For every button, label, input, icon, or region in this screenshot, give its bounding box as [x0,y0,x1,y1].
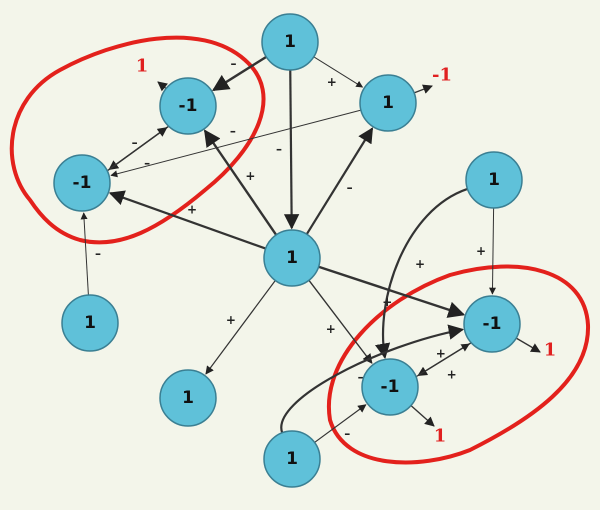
edge-sign-j-to-g: – [358,370,364,384]
edge-sign-center-to-h: + [326,322,336,336]
edge-sign-g-to-h: + [436,346,446,360]
edge-sign-center-to-g: + [382,295,392,309]
edge-top-to-a [211,55,267,92]
node-j[interactable]: 1 [263,430,321,488]
node-label-center: 1 [286,248,298,268]
node-circle-center [263,229,321,287]
edge-sign-a-to-b: – [132,135,138,149]
edge-sign-top-to-a: – [230,56,236,70]
edge-top-to-c [313,56,364,88]
node-label-i: 1 [182,388,194,408]
edge-j-to-h [314,404,367,443]
node-circle-c [359,74,417,132]
node-circle-a [159,77,217,135]
edge-f-to-h [374,187,468,359]
edge-signs-layer: –+–––––+–++++++++–– [95,56,486,440]
edge-center-to-i [205,280,276,375]
edge-b-to-a [107,127,168,172]
node-circle-b [53,154,111,212]
node-f[interactable]: 1 [465,151,523,209]
edge-sign-center-to-a: + [245,169,255,183]
edge-sign-top-to-center: – [276,142,282,156]
edge-center-to-c [305,127,374,235]
node-circle-h [361,358,419,416]
node-c[interactable]: 1 [359,74,417,132]
edge-j-to-g [280,324,465,434]
output-arrow-a [157,81,168,92]
node-circle-j [263,430,321,488]
node-label-a: -1 [179,96,198,116]
outputs-layer: 1 -1 1 1 [136,56,557,447]
node-label-g: -1 [483,314,502,334]
node-b[interactable]: -1 [53,154,111,212]
node-g[interactable]: -1 [463,295,521,353]
edge-sign-b-to-a: – [144,156,150,170]
cluster-outline-right [326,264,591,465]
node-label-j: 1 [286,449,298,469]
node-center[interactable]: 1 [263,229,321,287]
edge-sign-j-to-h: – [344,426,350,440]
edge-sign-center-to-c: – [347,181,353,195]
node-e[interactable]: 1 [61,294,119,352]
edge-center-to-b [108,190,267,250]
edge-center-to-g [318,265,466,318]
node-i[interactable]: 1 [159,369,217,427]
output-label-h: 1 [434,426,447,447]
output-arrow-c [413,84,433,94]
cluster-outline-left [9,35,266,245]
node-circle-top [261,13,319,71]
node-label-top: 1 [284,32,296,52]
output-label-a: 1 [136,56,149,77]
edge-center-to-a [203,129,278,236]
edge-sign-center-to-b: + [187,203,197,217]
node-label-b: -1 [73,173,92,193]
node-circle-g [463,295,521,353]
node-label-e: 1 [84,313,96,333]
edge-sign-center-to-i: + [226,313,236,327]
node-label-c: 1 [382,93,394,113]
node-h[interactable]: -1 [361,358,419,416]
edge-sign-c-to-b: – [230,124,236,138]
edges-layer [80,55,497,443]
output-label-c: -1 [432,65,452,86]
node-a[interactable]: -1 [159,77,217,135]
output-label-g: 1 [544,340,557,361]
edge-h-to-g [416,343,470,378]
edge-sign-f-to-h: + [415,257,425,271]
node-circle-f [465,151,523,209]
edge-sign-top-to-c: + [327,75,337,89]
edge-sign-e-to-b: – [95,246,101,260]
edge-sign-h-to-g: + [447,368,457,382]
node-label-f: 1 [488,170,500,190]
node-circle-e [61,294,119,352]
edge-c-to-b [110,109,362,178]
nodes-layer: 1 -1 -1 1 1 1 1 -1 -1 1 1 [53,13,523,488]
edge-center-to-h [308,279,373,364]
node-top[interactable]: 1 [261,13,319,71]
edge-e-to-b [80,212,89,296]
node-label-h: -1 [381,377,400,397]
edge-f-to-g [489,207,497,295]
edge-sign-f-to-g: + [476,244,486,258]
edge-top-to-center [283,69,300,230]
node-circle-i [159,369,217,427]
